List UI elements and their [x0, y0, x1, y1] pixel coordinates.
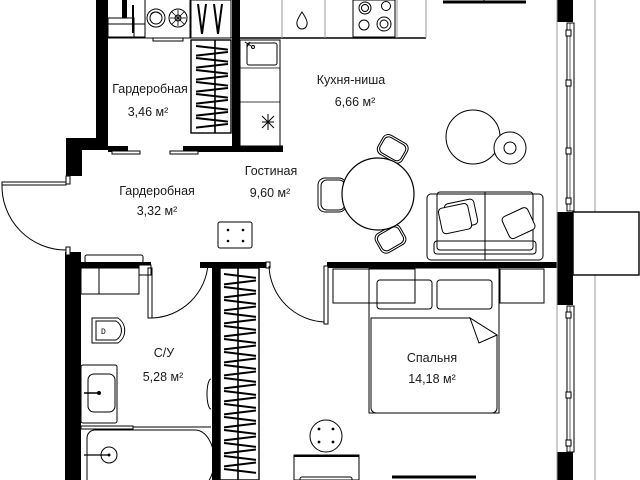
- dining-table-icon: [317, 133, 415, 254]
- hanger-mark: [195, 99, 229, 105]
- room-area: 9,60 м²: [250, 186, 291, 200]
- hanger-mark: [195, 75, 229, 81]
- hanger-mark: [223, 338, 257, 344]
- coffee-table-icon: [445, 109, 527, 165]
- sink-icon: [244, 41, 278, 66]
- hood-icon: [261, 114, 275, 130]
- hanger-mark: [223, 435, 257, 442]
- room-name: Кухня-ниша: [317, 73, 386, 87]
- hanger-mark: [197, 3, 203, 35]
- hanger-mark: [195, 111, 229, 117]
- clothes-rack: [190, 0, 232, 39]
- hanger-mark: [195, 81, 229, 87]
- stove-icon: [352, 0, 396, 38]
- bed-icon: [332, 267, 545, 414]
- desk-icon: [293, 454, 360, 480]
- hanger-mark: [223, 279, 257, 286]
- hanger-mark: [223, 351, 257, 357]
- door-icon: [111, 150, 199, 155]
- bathtub-icon: [80, 425, 215, 480]
- hanger-mark: [195, 93, 229, 99]
- hanger-mark: [223, 292, 257, 299]
- sofa-icon: [426, 191, 544, 261]
- hanger-mark: [195, 117, 229, 123]
- hanger-mark: [223, 416, 257, 422]
- hanger-mark: [223, 286, 257, 292]
- hanger-mark: [223, 364, 257, 370]
- hanger-mark: [195, 63, 229, 69]
- room-name: Гардеробная: [119, 184, 195, 198]
- hanger-mark: [223, 273, 257, 279]
- tv-icon: [443, 0, 526, 4]
- hanger-mark: [223, 422, 257, 429]
- outlet-icon: [217, 221, 253, 249]
- hanger-mark: [223, 325, 257, 331]
- hanger-mark: [213, 3, 219, 35]
- hanger-mark: [223, 357, 257, 364]
- room-area: 5,28 м²: [143, 370, 184, 384]
- room-name: Спальня: [407, 351, 457, 365]
- clothes-rack: [219, 267, 260, 480]
- hanger-mark: [223, 312, 257, 318]
- toilet-icon: D: [91, 317, 126, 344]
- hanger-mark: [223, 409, 257, 416]
- room-area: 14,18 м²: [408, 372, 456, 386]
- hanger-mark: [217, 3, 223, 35]
- hanger-mark: [223, 461, 257, 468]
- bathroom-fixtures: [80, 254, 209, 319]
- door-handle: [206, 378, 212, 410]
- hanger-mark: [223, 429, 257, 435]
- hanger-mark: [195, 105, 229, 111]
- toilet-glyph: D: [101, 328, 106, 337]
- hanger-mark: [201, 3, 207, 35]
- dryer-icon: [168, 8, 188, 28]
- hanger-mark: [195, 57, 229, 63]
- hanger-mark: [195, 51, 229, 57]
- hanger-mark: [195, 45, 229, 51]
- kitchen-counter: [239, 0, 427, 147]
- stool-icon: [309, 419, 343, 453]
- clothes-rack: [190, 39, 232, 134]
- window-icon: [565, 305, 575, 453]
- room-area: 6,66 м²: [335, 95, 376, 109]
- hanger-mark: [223, 468, 257, 474]
- hanger-mark: [195, 69, 229, 75]
- door-icon: [265, 261, 329, 325]
- room-name: Гостиная: [245, 164, 297, 178]
- hanger-mark: [223, 331, 257, 338]
- room-area: 3,32 м²: [137, 204, 178, 218]
- hanger-mark: [195, 87, 229, 93]
- sink-icon: [80, 364, 118, 424]
- hanger-mark: [223, 390, 257, 396]
- hanger-mark: [223, 442, 257, 448]
- washer-icon: [146, 8, 166, 28]
- walls: [65, 0, 640, 480]
- room-name: Гардеробная: [112, 82, 188, 96]
- window-icon: [565, 22, 575, 212]
- room-name: С/У: [154, 346, 175, 360]
- hanger-mark: [223, 299, 257, 305]
- hanger-mark: [223, 377, 257, 383]
- hanger-mark: [223, 344, 257, 351]
- hanger-mark: [223, 455, 257, 461]
- hanger-mark: [223, 396, 257, 403]
- hanger-mark: [195, 123, 229, 129]
- hanger-mark: [223, 305, 257, 312]
- hanger-mark: [223, 448, 257, 455]
- hanger-mark: [223, 318, 257, 325]
- room-area: 3,46 м²: [128, 105, 169, 119]
- hanger-mark: [223, 370, 257, 377]
- water-drop-icon: [296, 11, 308, 30]
- door-icon: [1, 175, 71, 256]
- hanger-mark: [223, 383, 257, 390]
- hanger-mark: [223, 403, 257, 409]
